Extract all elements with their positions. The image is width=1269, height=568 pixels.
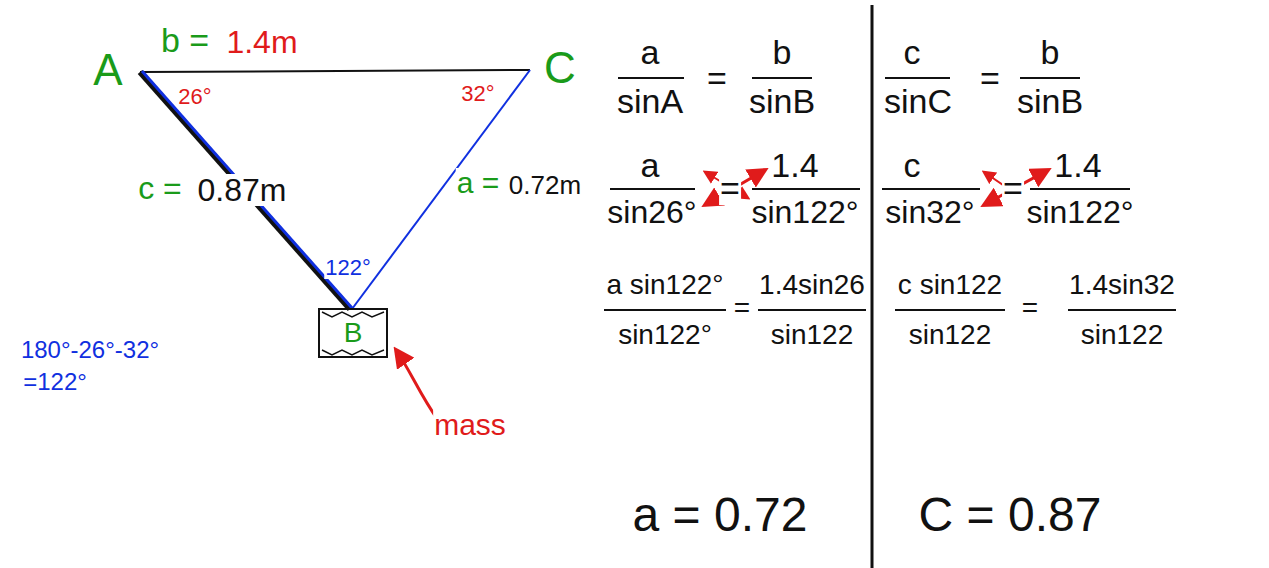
label-text: sin122° xyxy=(750,196,859,228)
mass-hatching xyxy=(322,350,384,355)
fraction-bar xyxy=(758,309,866,311)
fraction-bar xyxy=(882,188,980,190)
label-text: mass xyxy=(433,410,507,440)
label-text: sin122 xyxy=(1080,321,1165,349)
fraction-bar xyxy=(752,77,812,79)
label-text: b xyxy=(1040,35,1061,69)
label-text: 0.72m xyxy=(508,172,582,198)
fraction-bar xyxy=(604,309,726,311)
fraction-bar xyxy=(610,188,695,190)
pointer-arrow xyxy=(396,350,438,420)
label-text: a xyxy=(640,35,661,69)
label-text: sin32° xyxy=(884,196,975,228)
label-text: 32° xyxy=(460,83,495,105)
label-text: C xyxy=(543,46,577,90)
label-text: 1.4sin26 xyxy=(758,271,866,299)
label-text: sin122° xyxy=(617,321,713,349)
label-text: sin122 xyxy=(770,321,855,349)
fraction-bar xyxy=(1020,77,1080,79)
label-text: = xyxy=(979,61,1001,95)
label-text: 1.4 xyxy=(1053,148,1102,182)
label-text: sin122 xyxy=(908,321,993,349)
label-text: c xyxy=(903,35,922,69)
label-text: sinB xyxy=(1016,84,1084,118)
mass-box: B xyxy=(318,308,388,358)
label-text: = xyxy=(733,294,751,322)
side-b xyxy=(140,70,530,72)
fraction-bar xyxy=(1068,309,1176,311)
label-text: sin122° xyxy=(1025,196,1134,228)
label-text: a = 0.72 xyxy=(632,491,809,539)
label-text: = xyxy=(1021,294,1039,322)
column-divider xyxy=(871,5,874,568)
label-text: 26° xyxy=(177,86,212,108)
label-text: b = xyxy=(160,23,210,57)
label-text: c = xyxy=(137,172,183,204)
label-text: b xyxy=(772,35,793,69)
label-text: sinB xyxy=(748,84,816,118)
label-text: c xyxy=(903,148,922,182)
label-text: c sin122 xyxy=(897,271,1003,299)
label-text: = xyxy=(719,171,741,205)
label-text: a xyxy=(640,148,661,182)
label-text: 1.4sin32 xyxy=(1068,271,1176,299)
vertex-label: B xyxy=(342,319,365,347)
side-a xyxy=(352,70,530,309)
label-text: 180°-26°-32° xyxy=(20,338,160,362)
mass-hatching xyxy=(322,312,384,317)
label-text: 1.4 xyxy=(770,148,819,182)
fraction-bar xyxy=(618,77,684,79)
label-text: 122° xyxy=(324,257,372,279)
fraction-bar xyxy=(895,309,1005,311)
label-text: 0.87m xyxy=(197,174,288,206)
label-text: = xyxy=(706,61,728,95)
label-text: C = 0.87 xyxy=(918,491,1103,539)
label-text: = xyxy=(1002,171,1024,205)
label-text: sin26° xyxy=(606,196,697,228)
fraction-bar xyxy=(885,77,950,79)
label-text: 1.4m xyxy=(225,26,298,58)
fraction-bar xyxy=(1030,188,1130,190)
label-text: sinC xyxy=(883,84,953,118)
fraction-bar xyxy=(752,188,860,190)
label-text: A xyxy=(92,48,123,92)
label-text: a = xyxy=(456,168,501,198)
label-text: sinA xyxy=(616,84,684,118)
label-text: =122° xyxy=(22,370,88,394)
label-text: a sin122° xyxy=(605,271,724,299)
